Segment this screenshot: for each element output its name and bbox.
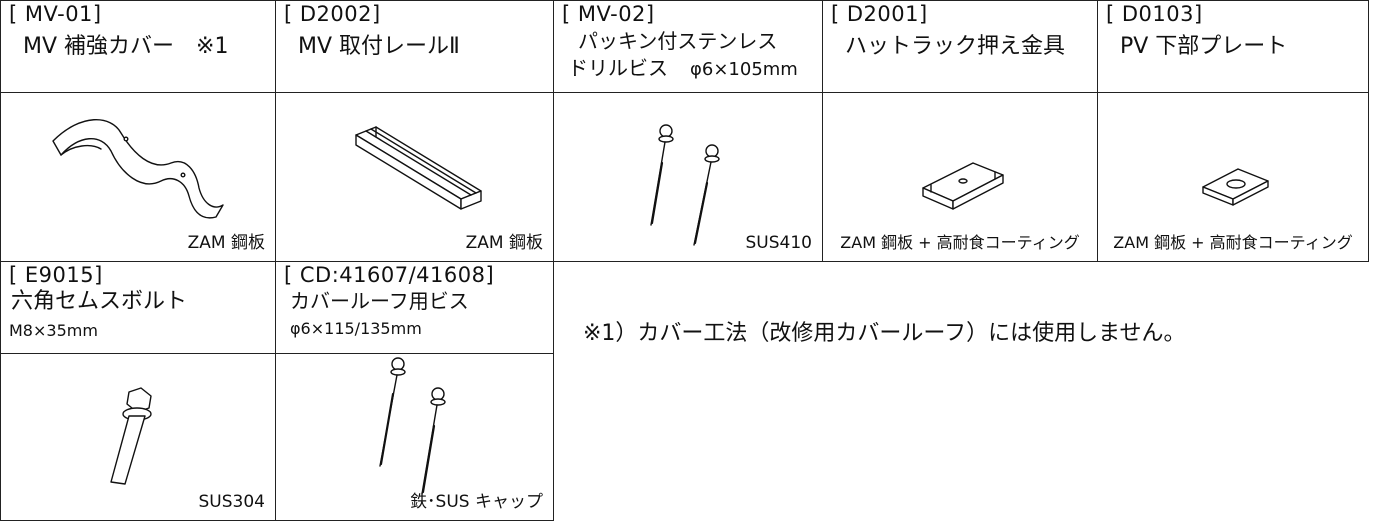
header-cell-e9015: [ E9015] 六角セムスボルト M8×35mm xyxy=(0,261,276,354)
pv-lower-plate-drawing xyxy=(1202,168,1269,206)
footnote: ※1）カバー工法（改修用カバールーフ）には使用しません。 xyxy=(583,321,1186,346)
part-name: カバールーフ用ビス xyxy=(290,289,469,313)
part-name: MV 取付レールⅡ xyxy=(298,34,460,59)
image-cell-d2002: ZAM 鋼板 xyxy=(275,92,554,262)
hat-rack-clamp-drawing xyxy=(922,162,1004,210)
reinforcement-cover-drawing xyxy=(52,119,224,219)
header-cell-d2002: [ D2002] MV 取付レールⅡ xyxy=(275,0,554,93)
part-name: 六角セムスボルト xyxy=(11,289,188,314)
header-cell-cd41607: [ CD:41607/41608] カバールーフ用ビス φ6×115/135mm xyxy=(275,261,554,354)
part-code: [ MV-02] xyxy=(562,2,655,26)
cover-roof-screws-drawing xyxy=(379,357,446,495)
material-label: ZAM 鋼板 + 高耐食コーティング xyxy=(840,233,1080,252)
drill-screws-drawing xyxy=(650,124,720,246)
image-cell-mv01: ZAM 鋼板 xyxy=(0,92,276,262)
header-cell-mv01: [ MV-01] MV 補強カバー ※1 xyxy=(0,0,276,93)
header-cell-d2001: [ D2001] ハットラック押え金具 xyxy=(822,0,1098,93)
image-cell-e9015: SUS304 xyxy=(0,353,276,521)
image-cell-d0103: ZAM 鋼板 + 高耐食コーティング xyxy=(1097,92,1369,262)
image-cell-d2001: ZAM 鋼板 + 高耐食コーティング xyxy=(822,92,1098,262)
part-code: [ D2001] xyxy=(831,2,928,26)
part-code: [ E9015] xyxy=(9,263,103,287)
part-name-line2-text: ドリルビス xyxy=(568,56,668,80)
part-code: [ D2002] xyxy=(284,2,381,26)
part-code: [ MV-01] xyxy=(9,2,102,26)
material-label: SUS304 xyxy=(198,492,265,512)
image-cell-mv02: SUS410 xyxy=(553,92,823,262)
material-label: 鉄･SUS キャップ xyxy=(410,492,543,512)
hex-bolt-drawing xyxy=(110,387,152,485)
header-cell-d0103: [ D0103] PV 下部プレート xyxy=(1097,0,1369,93)
part-name: PV 下部プレート xyxy=(1120,34,1288,59)
material-label: ZAM 鋼板 + 高耐食コーティング xyxy=(1113,233,1353,252)
material-label: ZAM 鋼板 xyxy=(465,233,543,253)
image-cell-cd41607: 鉄･SUS キャップ xyxy=(275,353,554,521)
part-code: [ CD:41607/41608] xyxy=(284,263,495,287)
part-size: φ6×105mm xyxy=(690,59,798,80)
part-name: ハットラック押え金具 xyxy=(845,34,1066,59)
mounting-rail-drawing xyxy=(355,126,482,210)
part-size: M8×35mm xyxy=(9,321,98,340)
part-name: MV 補強カバー ※1 xyxy=(23,34,229,59)
part-name-line1: パッキン付ステンレス xyxy=(578,29,778,53)
part-code: [ D0103] xyxy=(1106,2,1203,26)
part-name-line2: ドリルビス φ6×105mm xyxy=(568,56,798,82)
part-size: φ6×115/135mm xyxy=(290,319,422,338)
header-cell-mv02: [ MV-02] パッキン付ステンレス ドリルビス φ6×105mm xyxy=(553,0,823,93)
material-label: SUS410 xyxy=(745,233,812,253)
material-label: ZAM 鋼板 xyxy=(187,233,265,253)
